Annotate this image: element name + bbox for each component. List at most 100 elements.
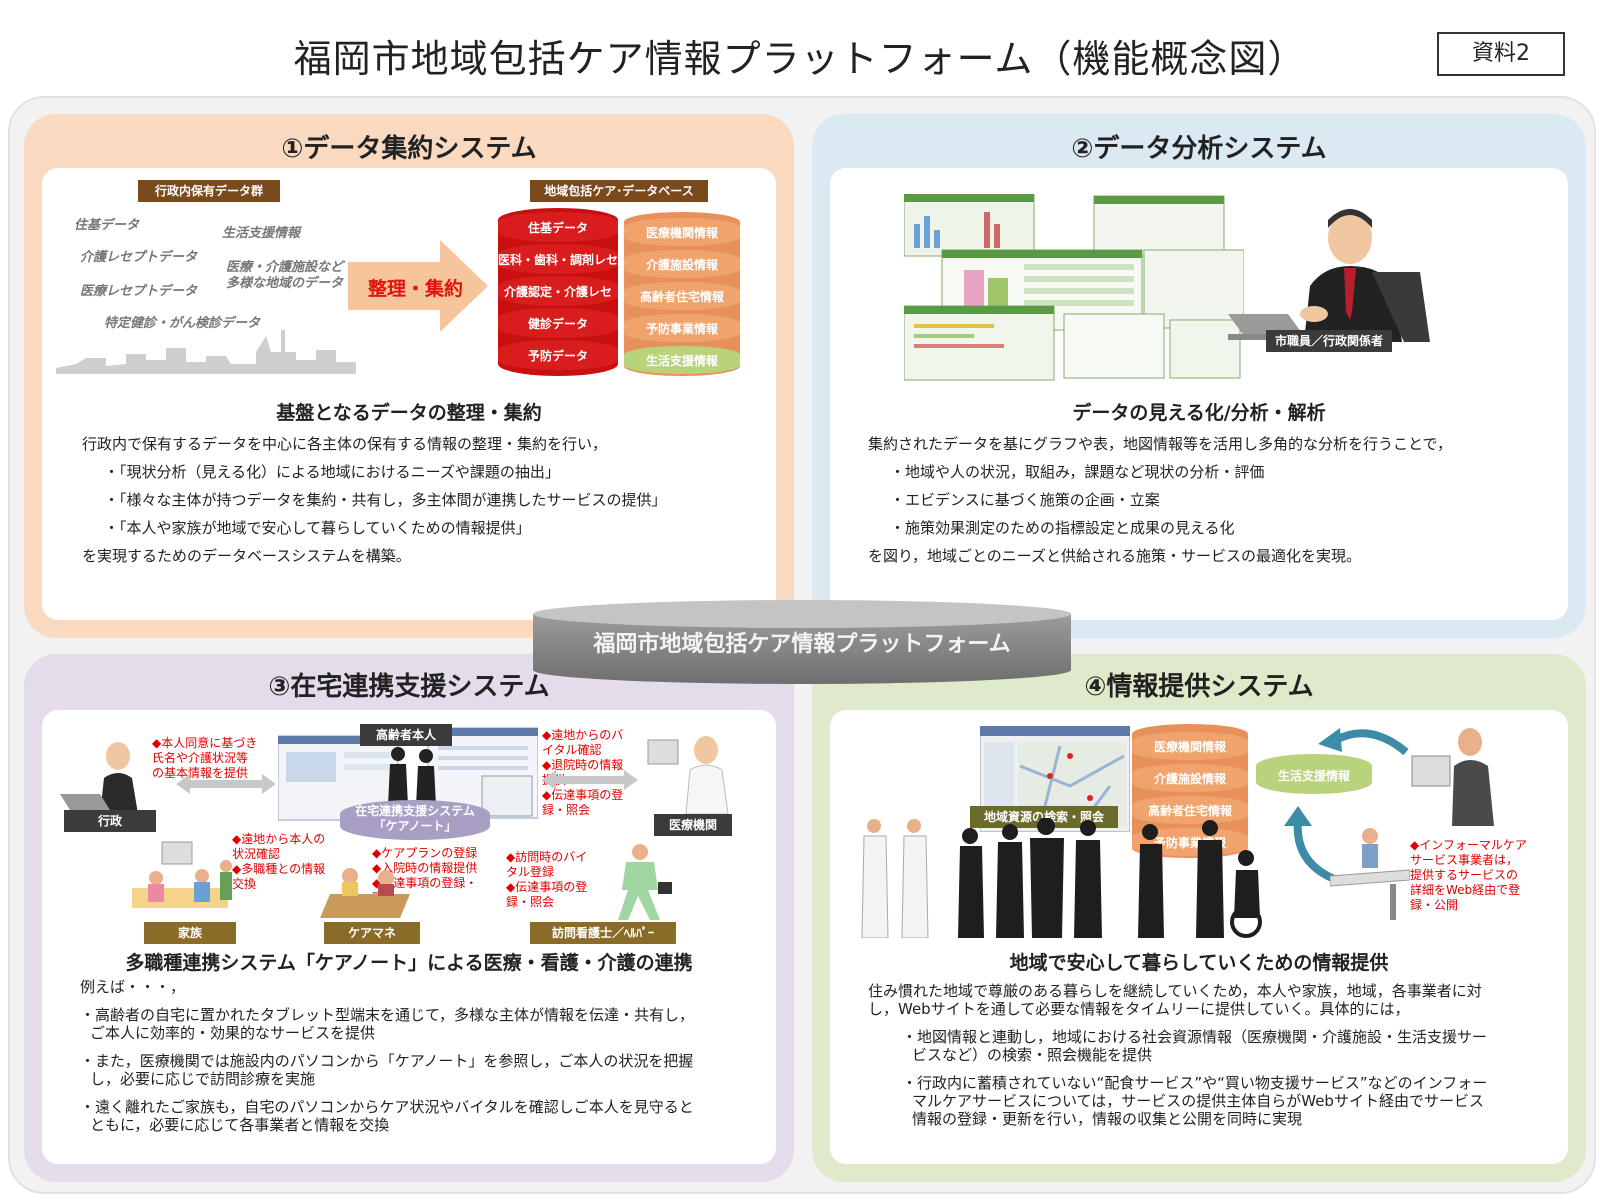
- panel-title: ③在宅連携支援システム: [268, 672, 550, 702]
- aggregate-arrow-icon: [348, 240, 488, 332]
- body-line: ・地域や人の状況，取組み，課題など現状の分析・評価: [890, 463, 1265, 481]
- medical-note: ◆遠地からのバ イタル確認 ◆退院時の情報 提供 ◆伝達事項の登 録・照会: [542, 728, 624, 817]
- elderly-couple-icon: [388, 747, 436, 806]
- source-item: 生活支援情報: [222, 226, 301, 241]
- provider-person-icon: [1411, 728, 1494, 826]
- panel-body: 例えば・・・， ・高齢者の自宅に置かれたタブレット型端末を通じて，多様な主体が情…: [80, 978, 694, 1134]
- database-item: 健診データ: [498, 308, 618, 338]
- body-line: マルケアサービスについては，サービスの提供主体自らがWebサイト経由でサービス: [912, 1092, 1484, 1110]
- body-line: を図り，地域ごとのニーズと供給される施策・サービスの最適化を実現。: [868, 547, 1362, 565]
- body-line: を実現するためのデータベースシステムを構築。: [82, 547, 411, 565]
- body-line: 住み慣れた地域で尊厳のある暮らしを継続していくため，本人や家族，地域，各事業者に…: [868, 982, 1482, 1000]
- family-label: 家族: [144, 922, 236, 944]
- panel-body: 集約されたデータを基にグラフや表，地図情報等を活用し多角的な分析を行うことで， …: [868, 430, 1452, 570]
- panel-subtitle: 地域で安心して暮らしていくための情報提供: [1009, 952, 1389, 974]
- provider-note: ◆インフォーマルケア サービス事業者は， 提供するサービスの 詳細をWeb経由で…: [1410, 838, 1527, 912]
- office-desk-icon: [1330, 828, 1410, 920]
- caremgr-label: ケアマネ: [324, 922, 420, 944]
- admin-note: ◆本人同意に基づき 氏名や介護状況等 の基本情報を提供: [152, 736, 258, 780]
- care-manager-icon: [320, 868, 410, 918]
- body-line: 行政内で保有するデータを中心に各主体の保有する情報の整理・集約を行い，: [82, 435, 608, 453]
- family-icon: [132, 841, 232, 908]
- analyst-label: 市職員／行政関係者: [1266, 330, 1392, 352]
- doctor-icon: [647, 736, 729, 814]
- database-item: 住基データ: [498, 212, 618, 242]
- panel-data-analysis: ②データ分析システム: [812, 114, 1586, 638]
- body-line: ・エビデンスに基づく施策の企画・立案: [890, 491, 1160, 509]
- source-item: 特定健診・がん検診データ: [104, 316, 261, 331]
- document-badge: 資料2: [1437, 32, 1565, 76]
- panel-subtitle: 基盤となるデータの整理・集約: [276, 402, 542, 424]
- database-item: 高齢者住宅情報: [624, 282, 740, 310]
- family-note: ◆遠地から本人の 状況確認 ◆多職種との情報 交換: [232, 832, 326, 891]
- body-line: ・施策効果測定のための指標設定と成果の見える化: [890, 519, 1235, 537]
- platform-label: 福岡市地域包括ケア情報プラットフォーム: [593, 632, 1011, 657]
- panel-title: ②データ分析システム: [1071, 134, 1327, 164]
- body-line: ・高齢者の自宅に置かれたタブレット型端末を通じて，多様な主体が情報を伝達・共有し…: [80, 1006, 694, 1024]
- elderly-label: 高齢者本人: [360, 724, 452, 746]
- panel-title: ①データ集約システム: [281, 134, 537, 164]
- database-item: 高齢者住宅情報: [1132, 796, 1248, 824]
- database-label: 地域包括ケア･データベース: [530, 180, 708, 202]
- database-item: 介護施設情報: [624, 250, 740, 278]
- panel-data-aggregation: ①データ集約システム 行政内保有データ群 住基データ 介護レセプトデータ 医療レ…: [24, 114, 794, 638]
- page-title: 福岡市地域包括ケア情報プラットフォーム（機能概念図）: [293, 37, 1307, 81]
- panel-card: 行政内保有データ群 住基データ 介護レセプトデータ 医療レセプトデータ 特定健診…: [42, 168, 776, 620]
- database-item: 予防事業情報: [624, 314, 740, 342]
- body-line: ・また，医療機関では施設内のパソコンから「ケアノート」を参照し，ご本人の状況を把…: [80, 1052, 694, 1070]
- body-line: ともに，必要に応じて各事業者と情報を交換: [90, 1116, 390, 1134]
- platform-cylinder-icon: [533, 600, 1071, 684]
- admin-person-icon: [60, 742, 138, 814]
- panel-card: 行政 ◆本人同意に基づき 氏名や介護状況等 の基本情報を提供 高齢者本人 在宅連…: [42, 710, 776, 1164]
- nurse-note: ◆訪問時のバイ タル登録 ◆伝達事項の登 録・照会: [506, 850, 588, 909]
- body-line: ・「本人や家族が地域で安心して暮らしていくための情報提供」: [104, 519, 531, 537]
- city-skyline-icon: [56, 330, 356, 374]
- analysis-screens-icon: [904, 194, 1244, 381]
- panel-title: ④情報提供システム: [1084, 672, 1314, 702]
- life-support-info: 生活支援情報: [1256, 754, 1372, 794]
- medical-label: 医療機関: [654, 814, 732, 836]
- panel-home-care-support: ③在宅連携支援システム 行政 ◆本人同意に基づき 氏名や介護状況等 の基本情報を…: [24, 654, 794, 1182]
- database-item: 介護施設情報: [1132, 764, 1248, 792]
- admin-label: 行政: [64, 810, 156, 832]
- source-item: 住基データ: [74, 218, 140, 233]
- body-line: ・行政内に蓄積されていない“配食サービス”や“買い物支援サービス”などのインフォ…: [902, 1074, 1488, 1092]
- panel-card: 地域資源の検索・照会 医療機関情報 介護施設情報 高齢者住宅情報 予防事業情報 …: [830, 710, 1568, 1164]
- care-note-cylinder: [340, 800, 490, 840]
- database-item: 介護認定・介護レセ: [498, 276, 618, 306]
- source-data-label: 行政内保有データ群: [138, 180, 280, 202]
- body-line: ご本人に効率的・効果的なサービスを提供: [90, 1024, 376, 1042]
- body-line: し，必要に応じで訪問診療を実施: [90, 1070, 316, 1088]
- source-item: 医療・介護施設など: [226, 260, 344, 275]
- database-item: 医療機関情報: [1132, 732, 1248, 760]
- body-line: し，Webサイトを通して必要な情報をタイムリーに提供していく。具体的には，: [868, 1000, 1410, 1018]
- care-note-label: 在宅連携支援システム 「ケアノート」: [355, 804, 475, 833]
- analyst-person-icon: [1228, 209, 1430, 342]
- body-line: 情報の登録・更新を行い，情報の収集と公開を同時に実現: [912, 1110, 1303, 1128]
- panel-subtitle: データの見える化/分析・解析: [1072, 402, 1326, 424]
- admin-exchange-arrow-icon: [176, 774, 276, 794]
- body-line: 例えば・・・，: [80, 978, 186, 996]
- panel-information-provision: ④情報提供システム 地域資源の検索・照会 医療機関情報 介護施設情報 高齢者住宅…: [812, 654, 1586, 1182]
- body-line: ・「現状分析（見える化）による地域におけるニーズや課題の抽出」: [104, 463, 560, 481]
- body-line: ・遠く離れたご家族も，自宅のパソコンからケア状況やバイタルを確認しご本人を見守る…: [80, 1098, 694, 1116]
- source-item: 多様な地域のデータ: [226, 276, 344, 291]
- panel-subtitle: 多職種連携システム「ケアノート」による医療・看護・介護の連携: [125, 952, 693, 974]
- body-line: ・地図情報と連動し，地域における社会資源情報（医療機関・介護施設・生活支援サー: [902, 1028, 1488, 1046]
- visiting-nurse-icon: [618, 844, 672, 920]
- panel-body: 住み慣れた地域で尊厳のある暮らしを継続していくため，本人や家族，地域，各事業者に…: [868, 982, 1487, 1128]
- nurse-label: 訪問看護士／ﾍﾙﾊﾟｰ: [530, 922, 676, 944]
- aggregate-arrow-label: 整理・集約: [368, 278, 464, 300]
- panel-card: 市職員／行政関係者 データの見える化/分析・解析 集約されたデータを基にグラフや…: [830, 168, 1568, 620]
- database-item: 医科・歯科・調剤レセ: [498, 244, 618, 274]
- body-line: ・「様々な主体が持つデータを集約・共有し，多主体間が連携したサービスの提供」: [104, 491, 667, 509]
- body-line: 集約されたデータを基にグラフや表，地図情報等を活用し多角的な分析を行うことで，: [868, 435, 1452, 453]
- panel-body: 行政内で保有するデータを中心に各主体の保有する情報の整理・集約を行い， ・「現状…: [82, 430, 667, 570]
- community-people-icon: [861, 818, 1262, 938]
- curved-arrow-icon: [1318, 728, 1409, 756]
- source-item: 医療レセプトデータ: [80, 284, 198, 299]
- database-item: 医療機関情報: [624, 218, 740, 246]
- body-line: ビスなど）の検索・照会機能を提供: [912, 1046, 1153, 1064]
- database-item: 生活支援情報: [624, 346, 740, 374]
